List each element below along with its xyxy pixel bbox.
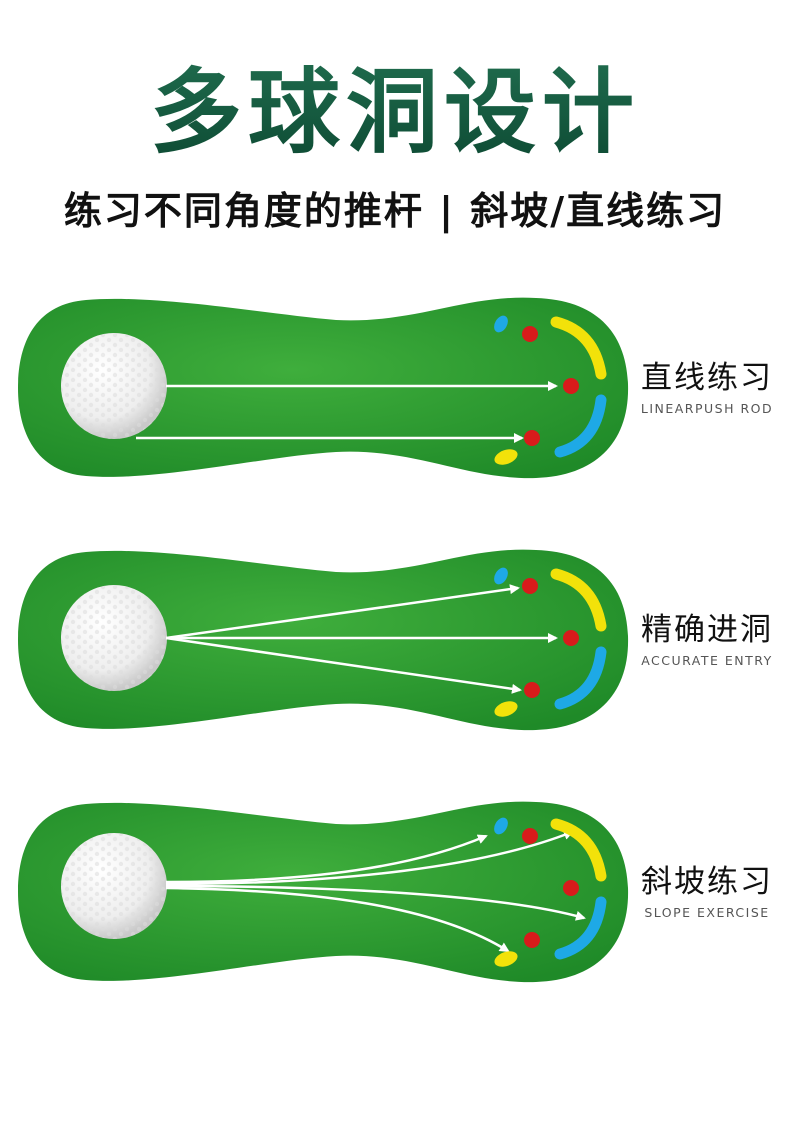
caption-cn: 精确进洞 [641,612,773,648]
arrow-angle-down [165,636,522,694]
yellow-guard-arc [550,818,607,882]
caption-straight: 直线练习 LINEARPUSH ROD [632,358,782,418]
hole-middle [563,630,579,646]
arrow-curve-3 [165,884,586,921]
blue-guard-arc [554,646,607,710]
caption-en: ACCURATE ENTRY [641,653,773,668]
hole-top [522,828,538,844]
hole-bottom [524,932,540,948]
blue-guard-small [494,567,508,585]
arrow-curve-1 [165,834,488,884]
caption-slope: 斜坡练习 SLOPE EXERCISE [632,862,782,922]
golf-ball [61,833,167,939]
caption-cn: 斜坡练习 [641,864,773,900]
arrow-curve-2 [165,830,574,886]
blue-guard-arc [554,896,607,960]
yellow-guard-arc [550,568,607,632]
page-title: 多球洞设计 [0,58,790,168]
golf-ball [61,333,167,439]
blue-guard-small [494,817,508,835]
hole-top [522,578,538,594]
blue-guard-arc [554,394,607,458]
blue-guard-small [494,315,508,333]
putting-mat-accurate [16,544,636,734]
yellow-guard-small [494,951,518,967]
hole-middle [563,880,579,896]
arrow-angle-up [165,584,520,640]
caption-accurate: 精确进洞 ACCURATE ENTRY [632,610,782,670]
yellow-guard-small [494,449,518,465]
hole-bottom [524,682,540,698]
hole-bottom [524,430,540,446]
caption-en: SLOPE EXERCISE [644,905,770,920]
hole-middle [563,378,579,394]
yellow-guard-small [494,701,518,717]
hole-top [522,326,538,342]
putting-mat-straight [16,292,636,482]
caption-en: LINEARPUSH ROD [640,401,774,416]
putting-mat-slope [16,796,636,986]
yellow-guard-arc [550,316,607,380]
caption-cn: 直线练习 [641,360,773,396]
page-subtitle: 练习不同角度的推杆 | 斜坡/直线练习 [63,189,727,233]
golf-ball [61,585,167,691]
arrow-curve-4 [165,886,510,953]
